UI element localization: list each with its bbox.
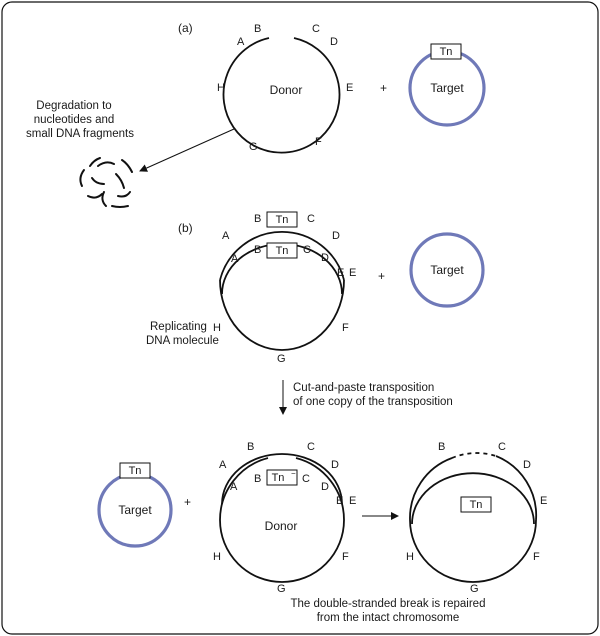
locus-c-outer: C [307,213,315,225]
repair-caption-line-2: from the intact chromosome [317,612,460,624]
donor-circle [222,37,341,154]
repaired-tn-label: Tn [470,499,483,511]
locus-g: G [277,353,286,365]
locus-e: E [346,82,353,94]
plus-sign: + [184,495,191,509]
section-a-label: (a) [178,21,193,35]
tn-label: Tn [440,46,453,58]
inner-strand-arc [221,453,343,505]
degradation-line-3: small DNA fragments [26,128,134,140]
donor-tn-box [266,469,298,486]
locus-e-inner: E [337,267,344,279]
bottom-arc [409,519,537,583]
dna-fragments [79,157,133,208]
repair-patch-dotted [451,452,497,459]
locus-c-inner: C [303,244,311,256]
target-tn-label: Tn [129,465,142,477]
target-label: Target [430,81,464,95]
locus-d: D [330,36,338,48]
broken-strand-left [219,457,269,521]
locus-d-outer: D [331,459,339,471]
repaired-locus-b: B [438,441,445,453]
locus-f: F [342,551,349,563]
plus-sign: + [378,269,385,283]
locus-g: G [277,583,286,595]
locus-f: F [342,322,349,334]
donor-label: Donor [265,519,298,533]
locus-b-outer: B [254,213,261,225]
repaired-strand-left [409,457,453,521]
locus-d-inner: D [321,481,329,493]
section-b-label: (b) [178,221,193,235]
degradation-line-2: nucleotides and [34,114,115,126]
degradation-line-1: Degradation to [36,100,111,112]
bottom-arc [219,519,345,583]
locus-f: F [315,136,322,148]
tn-box [430,43,462,60]
tn-box-upper [266,211,298,228]
target-plasmid [409,232,485,308]
locus-h: H [213,322,221,334]
locus-b: B [254,23,261,35]
locus-e-outer: E [349,495,356,507]
locus-a-inner: A [230,481,238,493]
section-a: (a) Donor A B C D E F G H + Tn Target De… [26,21,486,208]
replicating-line-2: DNA molecule [146,335,219,347]
locus-h: H [213,551,221,563]
replicating-line-1: Replicating [150,321,207,333]
arrow-caption-line-2: of one copy of the transposition [293,396,453,408]
locus-b-inner: B [254,473,261,485]
section-c: Tn Target + Tn − Donor B C A D B C A D E… [97,441,547,624]
repaired-locus-f: F [533,551,540,563]
target-label: Target [118,503,152,517]
arrow-caption-line-1: Cut-and-paste transposition [293,382,434,394]
tn-label-lower: Tn [276,245,289,257]
locus-h: H [217,82,225,94]
locus-g: G [249,141,258,153]
target-label: Target [430,263,464,277]
tn-label-upper: Tn [276,214,289,226]
locus-b-inner: B [254,244,261,256]
locus-c-outer: C [307,441,315,453]
section-b: (b) Tn Tn B C A D B C A D E E H F G + Ta… [146,211,485,415]
locus-d-inner: D [321,252,329,264]
repaired-tn-box [460,496,492,513]
locus-d-outer: D [332,230,340,242]
repaired-locus-d: D [523,459,531,471]
locus-a-outer: A [219,459,227,471]
repaired-strand-right [495,455,538,521]
repaired-locus-e: E [540,495,547,507]
locus-a-inner: A [231,253,239,265]
repaired-locus-c: C [498,441,506,453]
broken-strand-right [295,457,345,521]
bottom-arc [219,279,345,351]
tn-box-lower [266,242,298,259]
locus-c: C [312,23,320,35]
target-tn-box [119,462,151,479]
donor-label: Donor [270,83,303,97]
donor-tn-superscript: − [291,469,296,478]
repaired-locus-h: H [406,551,414,563]
locus-a: A [237,36,245,48]
repair-caption-line-1: The double-stranded break is repaired [291,598,486,610]
donor-tn-label: Tn [272,472,285,484]
locus-c-inner: C [302,473,310,485]
inner-strand-arc [411,472,535,525]
locus-a-outer: A [222,230,230,242]
repaired-locus-g: G [470,583,479,595]
locus-e-inner: E [336,495,343,507]
outer-strand-arc [219,230,345,281]
degradation-arrow [139,128,235,172]
plus-sign: + [380,81,387,95]
locus-b-outer: B [247,441,254,453]
locus-e-outer: E [349,267,356,279]
